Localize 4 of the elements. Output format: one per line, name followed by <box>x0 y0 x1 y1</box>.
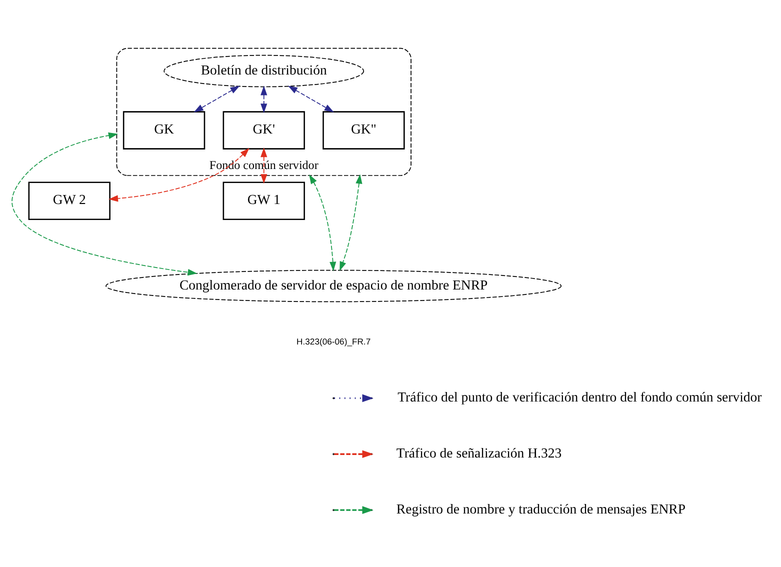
label: H.323(06-06)_FR.7 <box>296 336 371 346</box>
legend-label: Tráfico del punto de verificación dentro del fondo común servidor <box>398 389 762 404</box>
legend-label: Tráfico de señalización H.323 <box>396 445 562 460</box>
legend-label: Registro de nombre y traducción de mensajes ENRP <box>396 501 686 516</box>
